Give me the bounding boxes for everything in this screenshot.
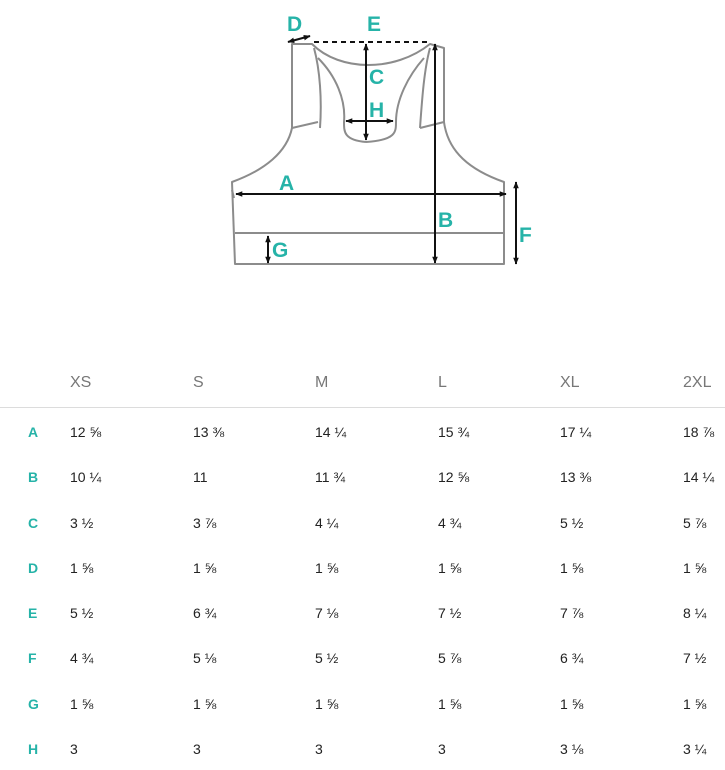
racerback-cutout-right xyxy=(365,57,425,143)
size-header-2xl: 2XL xyxy=(683,374,712,391)
table-cell: 12 ⅝ xyxy=(438,469,470,486)
racerback-cutout-left xyxy=(317,57,367,143)
row-label-f: F xyxy=(28,650,37,667)
row-label-a: A xyxy=(28,424,39,440)
side-seam-left xyxy=(231,189,235,199)
table-cell: 7 ½ xyxy=(683,650,707,667)
table-cell: 6 ¾ xyxy=(193,605,217,622)
table-cell: 1 ⅝ xyxy=(315,559,339,576)
measure-label-a: A xyxy=(279,172,294,195)
table-cell: 7 ⅛ xyxy=(315,605,339,622)
measure-label-g: G xyxy=(272,239,288,262)
table-cell: 3 ¼ xyxy=(683,741,707,758)
size-header-xl: XL xyxy=(560,374,580,391)
garment-measurement-diagram: D E C H A B F G xyxy=(231,13,532,265)
table-cell: 4 ¼ xyxy=(315,514,339,531)
measure-label-f: F xyxy=(519,224,532,247)
table-row-h: H 3 3 3 3 3 ⅛ 3 ¼ xyxy=(0,725,725,770)
table-cell: 3 xyxy=(70,741,78,758)
sports-bra-outline xyxy=(231,43,505,265)
size-chart-table: XS S M L XL 2XL A 12 ⅝ 13 ⅜ 14 ¼ 15 ¾ 17… xyxy=(0,362,725,770)
table-cell: 1 ⅝ xyxy=(560,695,584,712)
table-cell: 8 ¼ xyxy=(683,605,707,622)
size-header-m: M xyxy=(315,374,329,391)
row-label-c: C xyxy=(28,514,39,531)
table-cell: 1 ⅝ xyxy=(70,695,94,712)
measure-label-d: D xyxy=(287,13,302,36)
table-cell: 7 ½ xyxy=(438,605,462,622)
table-cell: 3 xyxy=(315,741,323,758)
table-cell: 13 ⅜ xyxy=(193,424,225,440)
table-cell: 10 ¼ xyxy=(70,469,102,486)
table-cell: 14 ¼ xyxy=(315,424,347,440)
table-cell: 3 ⅛ xyxy=(560,741,584,758)
measurement-lines xyxy=(235,34,519,265)
table-cell: 5 ½ xyxy=(315,650,339,667)
table-row-c: C 3 ½ 3 ⅞ 4 ¼ 4 ¾ 5 ½ 5 ⅞ xyxy=(0,499,725,544)
table-cell: 13 ⅜ xyxy=(560,469,592,486)
table-cell: 15 ¾ xyxy=(438,424,470,440)
table-cell: 3 ⅞ xyxy=(193,514,217,531)
garment-body-outline xyxy=(231,43,505,265)
inner-trim-right xyxy=(419,47,431,129)
row-label-h: H xyxy=(28,741,39,758)
measure-line-d xyxy=(287,34,311,44)
measure-label-h: H xyxy=(369,99,384,122)
table-cell: 12 ⅝ xyxy=(70,424,102,440)
table-cell: 5 ⅞ xyxy=(683,514,707,531)
size-header-l: L xyxy=(438,374,447,391)
measure-label-b: B xyxy=(438,209,453,232)
table-cell: 1 ⅝ xyxy=(315,695,339,712)
table-row-f: F 4 ¾ 5 ⅛ 5 ½ 5 ⅞ 6 ¾ 7 ½ xyxy=(0,634,725,679)
measure-label-c: C xyxy=(369,66,384,89)
strap-seam-left xyxy=(291,121,319,129)
table-cell: 18 ⅞ xyxy=(683,424,715,440)
table-cell: 1 ⅝ xyxy=(560,559,584,576)
table-cell: 1 ⅝ xyxy=(438,559,462,576)
row-label-g: G xyxy=(28,695,39,712)
row-label-e: E xyxy=(28,605,38,622)
table-cell: 5 ⅛ xyxy=(193,650,217,667)
table-row-b: B 10 ¼ 11 11 ¾ 12 ⅝ 13 ⅜ 14 ¼ xyxy=(0,453,725,498)
table-row-a: A 12 ⅝ 13 ⅜ 14 ¼ 15 ¾ 17 ¼ 18 ⅞ xyxy=(0,408,725,453)
table-cell: 3 xyxy=(193,741,201,758)
table-cell: 1 ⅝ xyxy=(683,695,707,712)
table-cell: 3 ½ xyxy=(70,514,94,531)
table-cell: 1 ⅝ xyxy=(70,559,94,576)
table-cell: 6 ¾ xyxy=(560,650,584,667)
table-cell: 17 ¼ xyxy=(560,424,592,440)
table-cell: 11 ¾ xyxy=(315,469,346,486)
table-cell: 1 ⅝ xyxy=(193,695,217,712)
table-cell: 5 ½ xyxy=(560,514,584,531)
table-row-d: D 1 ⅝ 1 ⅝ 1 ⅝ 1 ⅝ 1 ⅝ 1 ⅝ xyxy=(0,544,725,589)
size-header-xs: XS xyxy=(70,374,92,391)
size-header-s: S xyxy=(193,374,204,391)
table-cell: 1 ⅝ xyxy=(438,695,462,712)
measure-label-e: E xyxy=(367,13,381,36)
table-cell: 4 ¾ xyxy=(70,650,94,667)
table-row-g: G 1 ⅝ 1 ⅝ 1 ⅝ 1 ⅝ 1 ⅝ 1 ⅝ xyxy=(0,680,725,725)
inner-trim-left xyxy=(313,47,322,129)
row-label-b: B xyxy=(28,469,39,486)
table-cell: 7 ⅞ xyxy=(560,605,584,622)
table-cell: 3 xyxy=(438,741,446,758)
table-cell: 5 ⅞ xyxy=(438,650,462,667)
table-row-e: E 5 ½ 6 ¾ 7 ⅛ 7 ½ 7 ⅞ 8 ¼ xyxy=(0,589,725,634)
table-cell: 5 ½ xyxy=(70,605,94,622)
table-cell: 1 ⅝ xyxy=(193,559,217,576)
table-cell: 1 ⅝ xyxy=(683,559,707,576)
row-label-d: D xyxy=(28,559,39,576)
table-cell: 14 ¼ xyxy=(683,469,715,486)
table-cell: 4 ¾ xyxy=(438,514,462,531)
size-header-row: XS S M L XL 2XL xyxy=(0,362,725,408)
table-cell: 11 xyxy=(193,469,208,486)
strap-seam-right xyxy=(419,121,445,129)
